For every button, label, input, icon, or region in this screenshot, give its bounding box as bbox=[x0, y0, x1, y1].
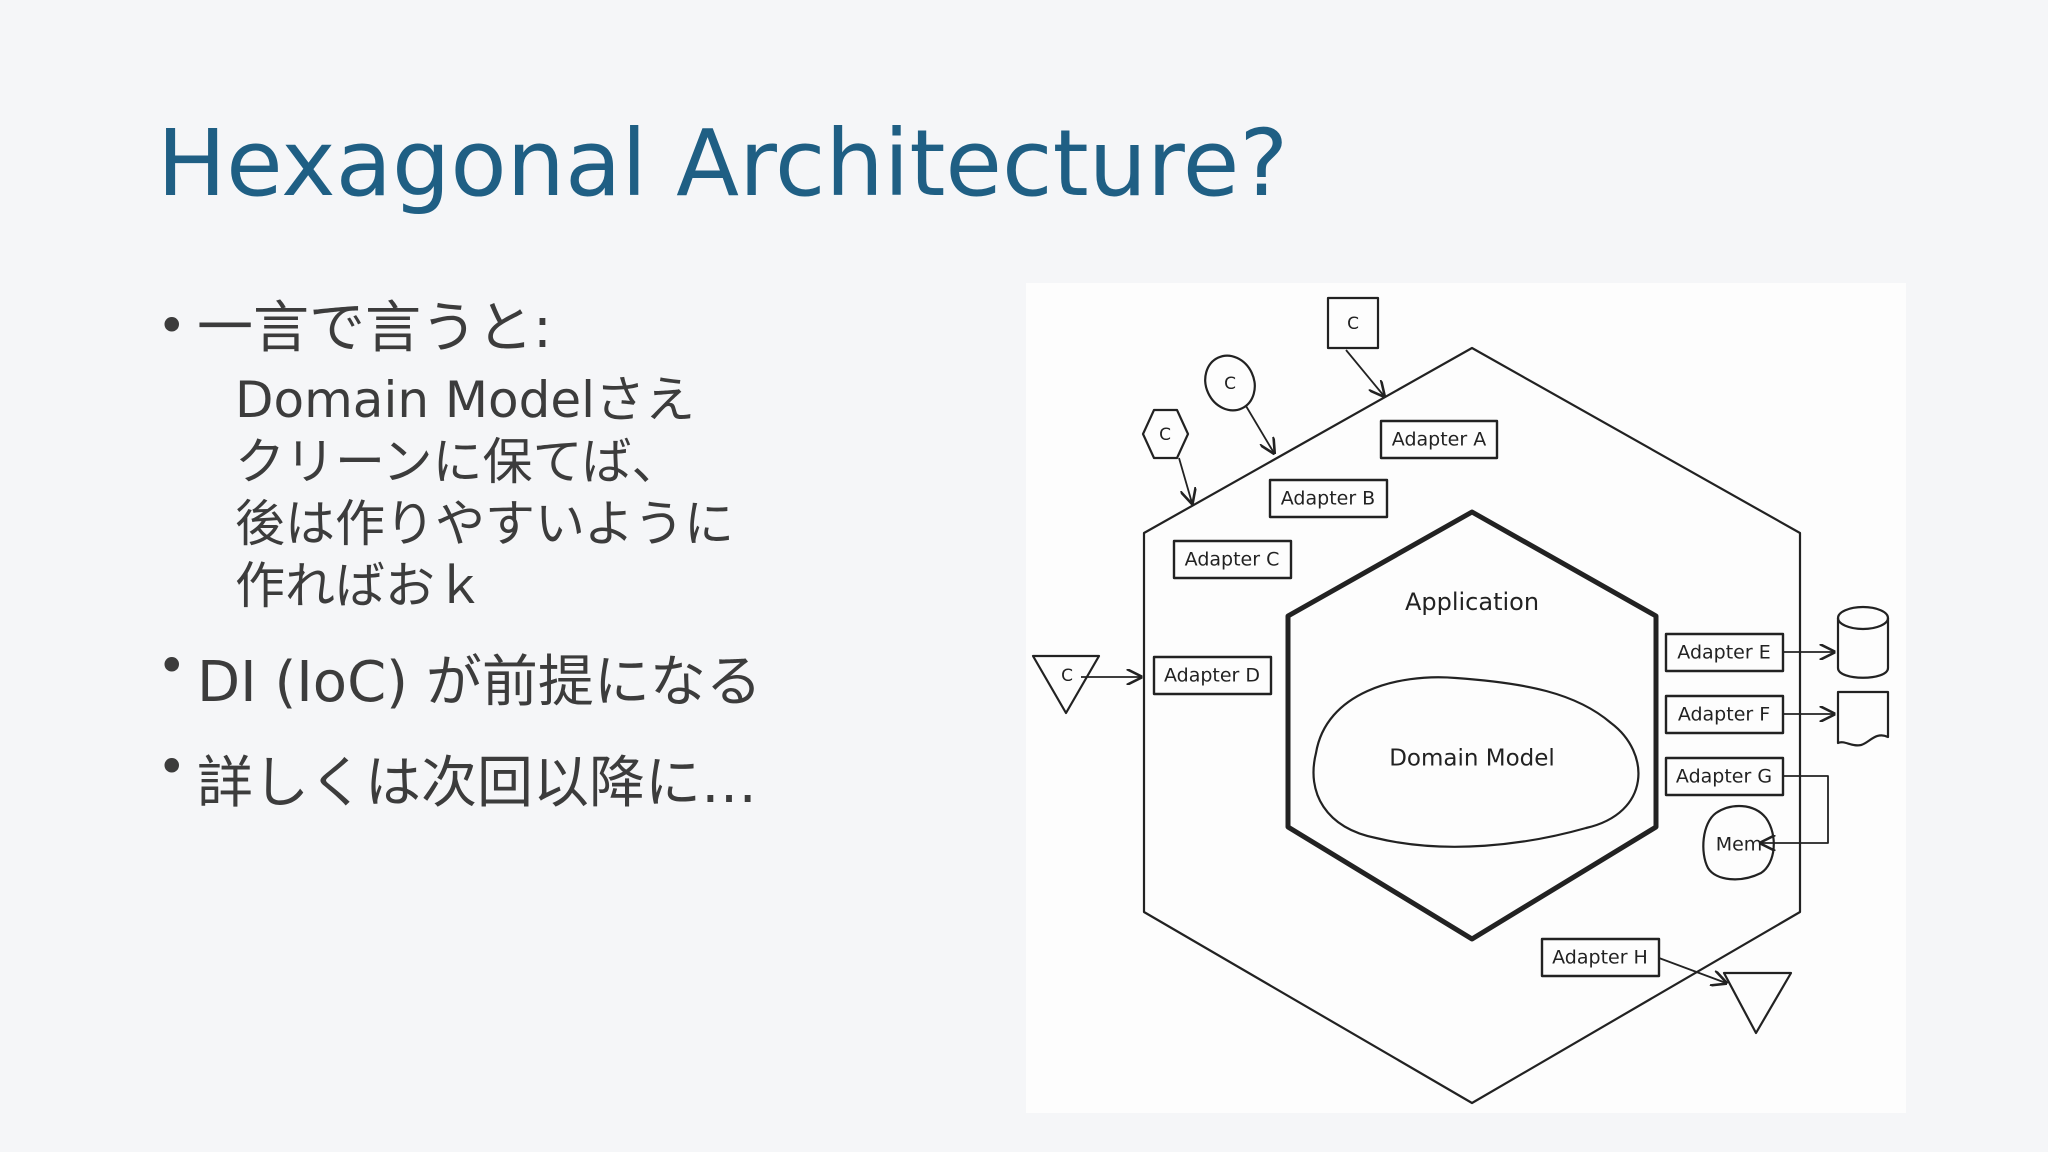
adapter-a-label: Adapter A bbox=[1392, 429, 1486, 451]
arrow-g bbox=[1761, 775, 1829, 843]
mem-blob bbox=[1702, 805, 1775, 881]
mem-label: Mem bbox=[1716, 834, 1763, 856]
sub-line: クリーンに保てば、 bbox=[235, 432, 682, 491]
bullet-text: 一言で言うと: bbox=[197, 296, 552, 361]
arrow-c1 bbox=[1345, 349, 1384, 396]
application-label: Application bbox=[1405, 588, 1539, 616]
adapter-d-box bbox=[1152, 655, 1273, 696]
sub-line: 作ればおｋ bbox=[235, 556, 485, 615]
client-label: C bbox=[1061, 666, 1073, 686]
client-ellipse bbox=[1204, 354, 1256, 412]
sub-line: Domain Modelさえ bbox=[235, 370, 696, 429]
client-triangle-bottom bbox=[1722, 971, 1793, 1035]
adapter-h-label: Adapter H bbox=[1552, 947, 1648, 969]
database-icon bbox=[1836, 605, 1890, 679]
application-hexagon bbox=[1285, 509, 1659, 942]
arrow-h bbox=[1658, 957, 1726, 983]
hexagonal-diagram-panel: Adapter A Adapter B Adapter C Adapter D … bbox=[1026, 283, 1906, 1113]
arrow-c3 bbox=[1178, 457, 1192, 503]
bullet-dot: • bbox=[157, 636, 187, 695]
bullet-list: • 一言で言うと: Domain Modelさえ クリーンに保てば、 後は作りや… bbox=[157, 297, 987, 819]
adapter-g-label: Adapter G bbox=[1676, 766, 1772, 788]
hexagonal-diagram: Adapter A Adapter B Adapter C Adapter D … bbox=[1031, 296, 1890, 1105]
adapter-b-label: Adapter B bbox=[1281, 488, 1375, 510]
adapter-e-label: Adapter E bbox=[1677, 642, 1770, 664]
client-label: C bbox=[1224, 374, 1236, 394]
adapter-f-label: Adapter F bbox=[1678, 704, 1770, 726]
client-label: C bbox=[1347, 314, 1359, 334]
domain-model-label: Domain Model bbox=[1389, 746, 1555, 772]
bullet-item-di: • DI (IoC) が前提になる bbox=[157, 637, 987, 718]
client-triangle-left bbox=[1031, 654, 1101, 715]
outer-hexagon bbox=[1142, 346, 1802, 1105]
sub-line: 後は作りやすいように bbox=[235, 494, 734, 553]
bullet-sub-text: Domain Modelさえ クリーンに保てば、 後は作りやすいように 作ればお… bbox=[235, 369, 987, 617]
bullet-item-summary: • 一言で言うと: bbox=[157, 297, 987, 359]
adapter-d-label: Adapter D bbox=[1164, 665, 1260, 687]
slide-title: Hexagonal Architecture? bbox=[157, 110, 1289, 217]
arrow-c2 bbox=[1245, 405, 1274, 453]
document-icon bbox=[1836, 690, 1890, 747]
adapter-c-box bbox=[1172, 539, 1293, 580]
client-label: C bbox=[1159, 425, 1171, 445]
adapter-c-label: Adapter C bbox=[1185, 549, 1280, 571]
bullet-dot: • bbox=[157, 297, 187, 355]
bullet-text: 詳しくは次回以降に… bbox=[197, 750, 757, 816]
adapter-b-box bbox=[1268, 478, 1389, 519]
bullet-dot: • bbox=[157, 737, 187, 796]
domain-model-blob bbox=[1312, 676, 1640, 848]
bullet-text: DI (IoC) が前提になる bbox=[197, 649, 762, 715]
client-square bbox=[1326, 296, 1380, 350]
adapter-a-box bbox=[1379, 419, 1499, 460]
client-hexagon bbox=[1141, 408, 1190, 460]
adapter-h-box bbox=[1540, 937, 1661, 978]
bullet-item-next: • 詳しくは次回以降に… bbox=[157, 738, 987, 819]
